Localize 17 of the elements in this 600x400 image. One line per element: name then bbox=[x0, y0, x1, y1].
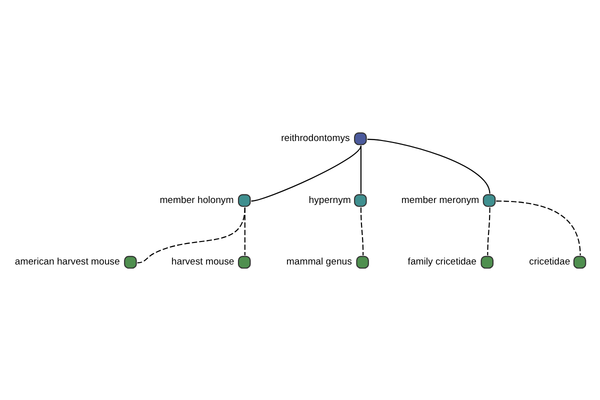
node-label: cricetidae bbox=[529, 256, 570, 268]
node-label: american harvest mouse bbox=[14, 256, 120, 268]
connector bbox=[244, 207, 246, 256]
node-label: harvest mouse bbox=[171, 256, 234, 268]
connector bbox=[137, 207, 246, 264]
node-label: family cricetidae bbox=[408, 256, 476, 268]
connector bbox=[367, 138, 490, 194]
node-label: reithrodontomys bbox=[281, 133, 350, 144]
node-label: hypernym bbox=[308, 194, 351, 206]
node-label: member holonym bbox=[160, 194, 234, 206]
node-label: member meronym bbox=[401, 194, 480, 206]
connector bbox=[251, 145, 362, 202]
node-label: mammal genus bbox=[286, 256, 352, 268]
connector bbox=[360, 146, 362, 194]
connector bbox=[360, 207, 364, 256]
connector bbox=[487, 207, 490, 256]
connector bbox=[496, 200, 581, 256]
